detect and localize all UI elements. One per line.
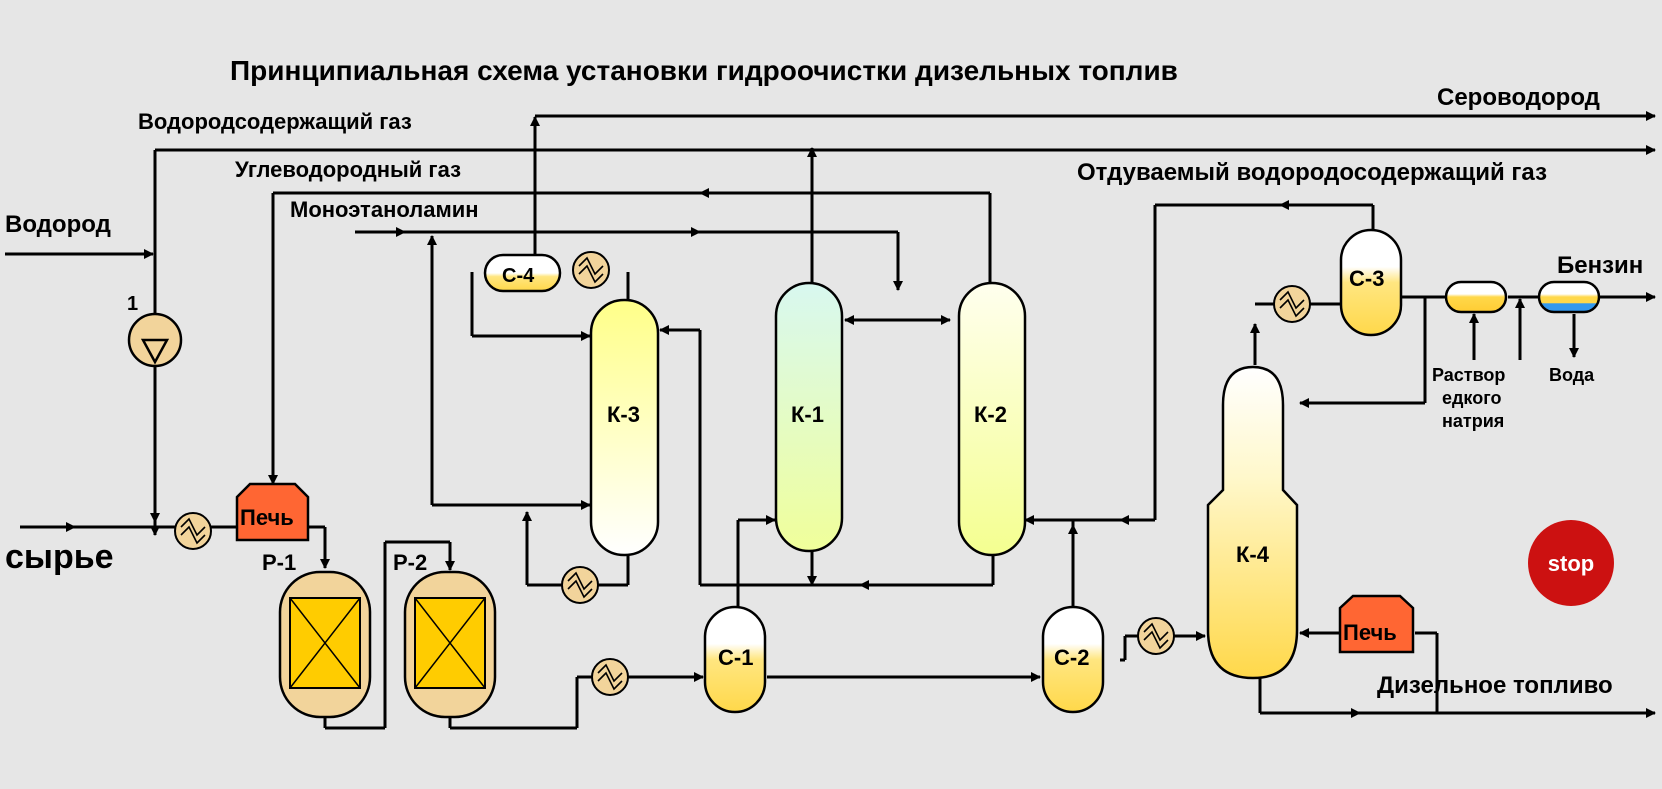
feed-label: сырье (5, 538, 114, 576)
reactor-r2-label: Р-2 (393, 550, 427, 575)
hydrogen-sulfide-label: Сероводород (1437, 84, 1600, 111)
c2-label: С-2 (1054, 645, 1089, 670)
hydrogen-label: Водород (5, 211, 111, 238)
furnace-1-label: Печь (240, 505, 294, 530)
heat-exchanger-icon (1273, 285, 1311, 323)
caustic-label-3: натрия (1442, 411, 1504, 431)
separator-c4: С-4 (483, 253, 562, 293)
pipes (5, 111, 1656, 730)
k2-label: К-2 (974, 402, 1007, 427)
heat-exchanger-icon (1137, 617, 1175, 655)
furnace-icon (1338, 594, 1415, 654)
furnace-1: Печь (235, 482, 310, 542)
k3-label: К-3 (607, 402, 640, 427)
c3-label: С-3 (1349, 266, 1384, 291)
k4-label: К-4 (1236, 542, 1270, 567)
purge-gas-label: Отдуваемый водородосодержащий газ (1077, 159, 1547, 186)
k1-label: К-1 (791, 402, 824, 427)
column-k1: К-1 (774, 281, 844, 553)
caustic-label-2: едкого (1442, 388, 1501, 408)
heat-exchanger-icon (174, 512, 212, 550)
c4-label: С-4 (502, 265, 535, 287)
column-k3: К-3 (589, 298, 660, 557)
heat-exchanger-icon (572, 251, 610, 289)
caustic-drum (1444, 280, 1508, 314)
c1-label: С-1 (718, 645, 753, 670)
monoethanolamine-label: Моноэтаноламин (290, 197, 479, 222)
separator-c1: С-1 (703, 605, 767, 714)
hydrogen-gas-label: Водородсодержащий газ (138, 109, 412, 134)
heat-exchanger-icon (561, 566, 599, 604)
furnace-2: Печь (1338, 594, 1415, 654)
heat-exchanger-icon (591, 658, 629, 696)
column-k2: К-2 (957, 281, 1027, 557)
furnace-icon (235, 482, 310, 542)
separator-c2: С-2 (1041, 605, 1105, 714)
stop-button[interactable]: stop (1528, 520, 1614, 606)
reactor-r1-label: Р-1 (262, 550, 296, 575)
gasoline-label: Бензин (1557, 252, 1643, 279)
column-k4: К-4 (1206, 365, 1299, 680)
heat-exchangers (174, 251, 1311, 696)
water-label: Вода (1549, 365, 1595, 385)
water-drum (1537, 280, 1601, 314)
diagram-title: Принципиальная схема установки гидроочис… (230, 55, 1178, 86)
separator-c3: С-3 (1339, 228, 1403, 337)
hydrocarbon-gas-label: Углеводородный газ (235, 157, 461, 182)
stop-button-label: stop (1548, 551, 1594, 576)
diesel-label: Дизельное топливо (1377, 672, 1613, 699)
reactor-r2: Р-2 (393, 550, 497, 719)
compressor-label: 1 (127, 293, 138, 315)
caustic-label-1: Раствор (1432, 365, 1505, 385)
furnace-2-label: Печь (1343, 620, 1397, 645)
compressor-1: 1 (127, 293, 183, 368)
reactor-r1: Р-1 (262, 550, 372, 719)
